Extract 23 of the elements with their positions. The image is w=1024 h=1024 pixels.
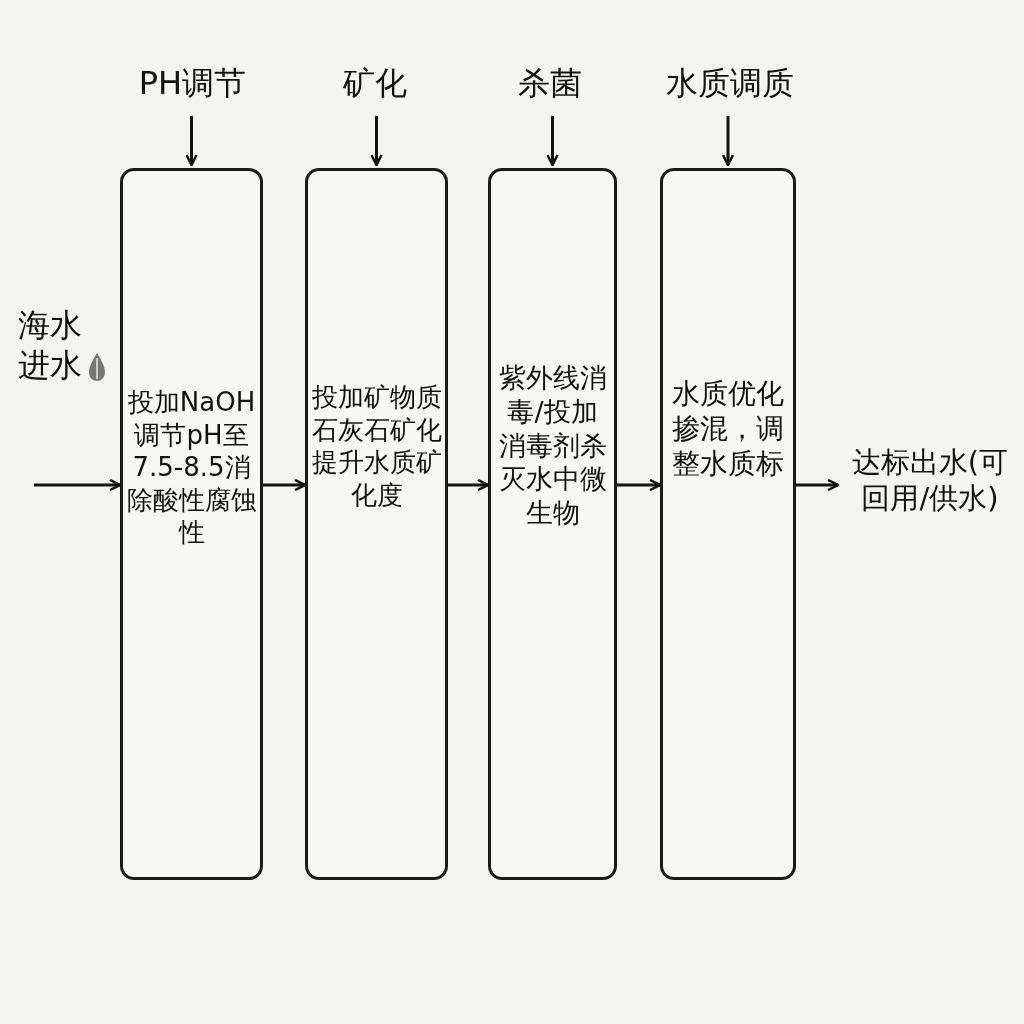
arrow [185, 116, 198, 167]
outlet-label: 达标出水(可回用/供水) [838, 430, 1022, 530]
stage-heading: 水质调质 [650, 55, 810, 110]
arrow [448, 478, 490, 492]
arrow [370, 116, 383, 167]
stage-heading: PH调节 [120, 55, 265, 110]
arrow [721, 116, 735, 167]
process-text: 投加矿物质石灰石矿化提升水质矿化度 [310, 381, 443, 511]
arrow [796, 478, 840, 492]
arrow [263, 478, 307, 492]
stage-heading: 杀菌 [490, 55, 610, 110]
process-text: 紫外线消毒/投加消毒剂杀灭水中微生物 [497, 361, 608, 530]
process-box [660, 168, 796, 880]
arrow [34, 478, 122, 492]
process-box [488, 168, 617, 880]
arrow [546, 116, 559, 167]
process-box [120, 168, 263, 880]
process-text: 水质优化掺混，调整水质标 [671, 376, 785, 481]
process-box [305, 168, 448, 880]
inlet-label: 海水进水 [17, 305, 83, 385]
stage-heading: 矿化 [315, 55, 435, 110]
process-text: 投加NaOH调节pH至7.5-8.5消除酸性腐蚀性 [125, 386, 258, 549]
arrow [617, 478, 662, 492]
